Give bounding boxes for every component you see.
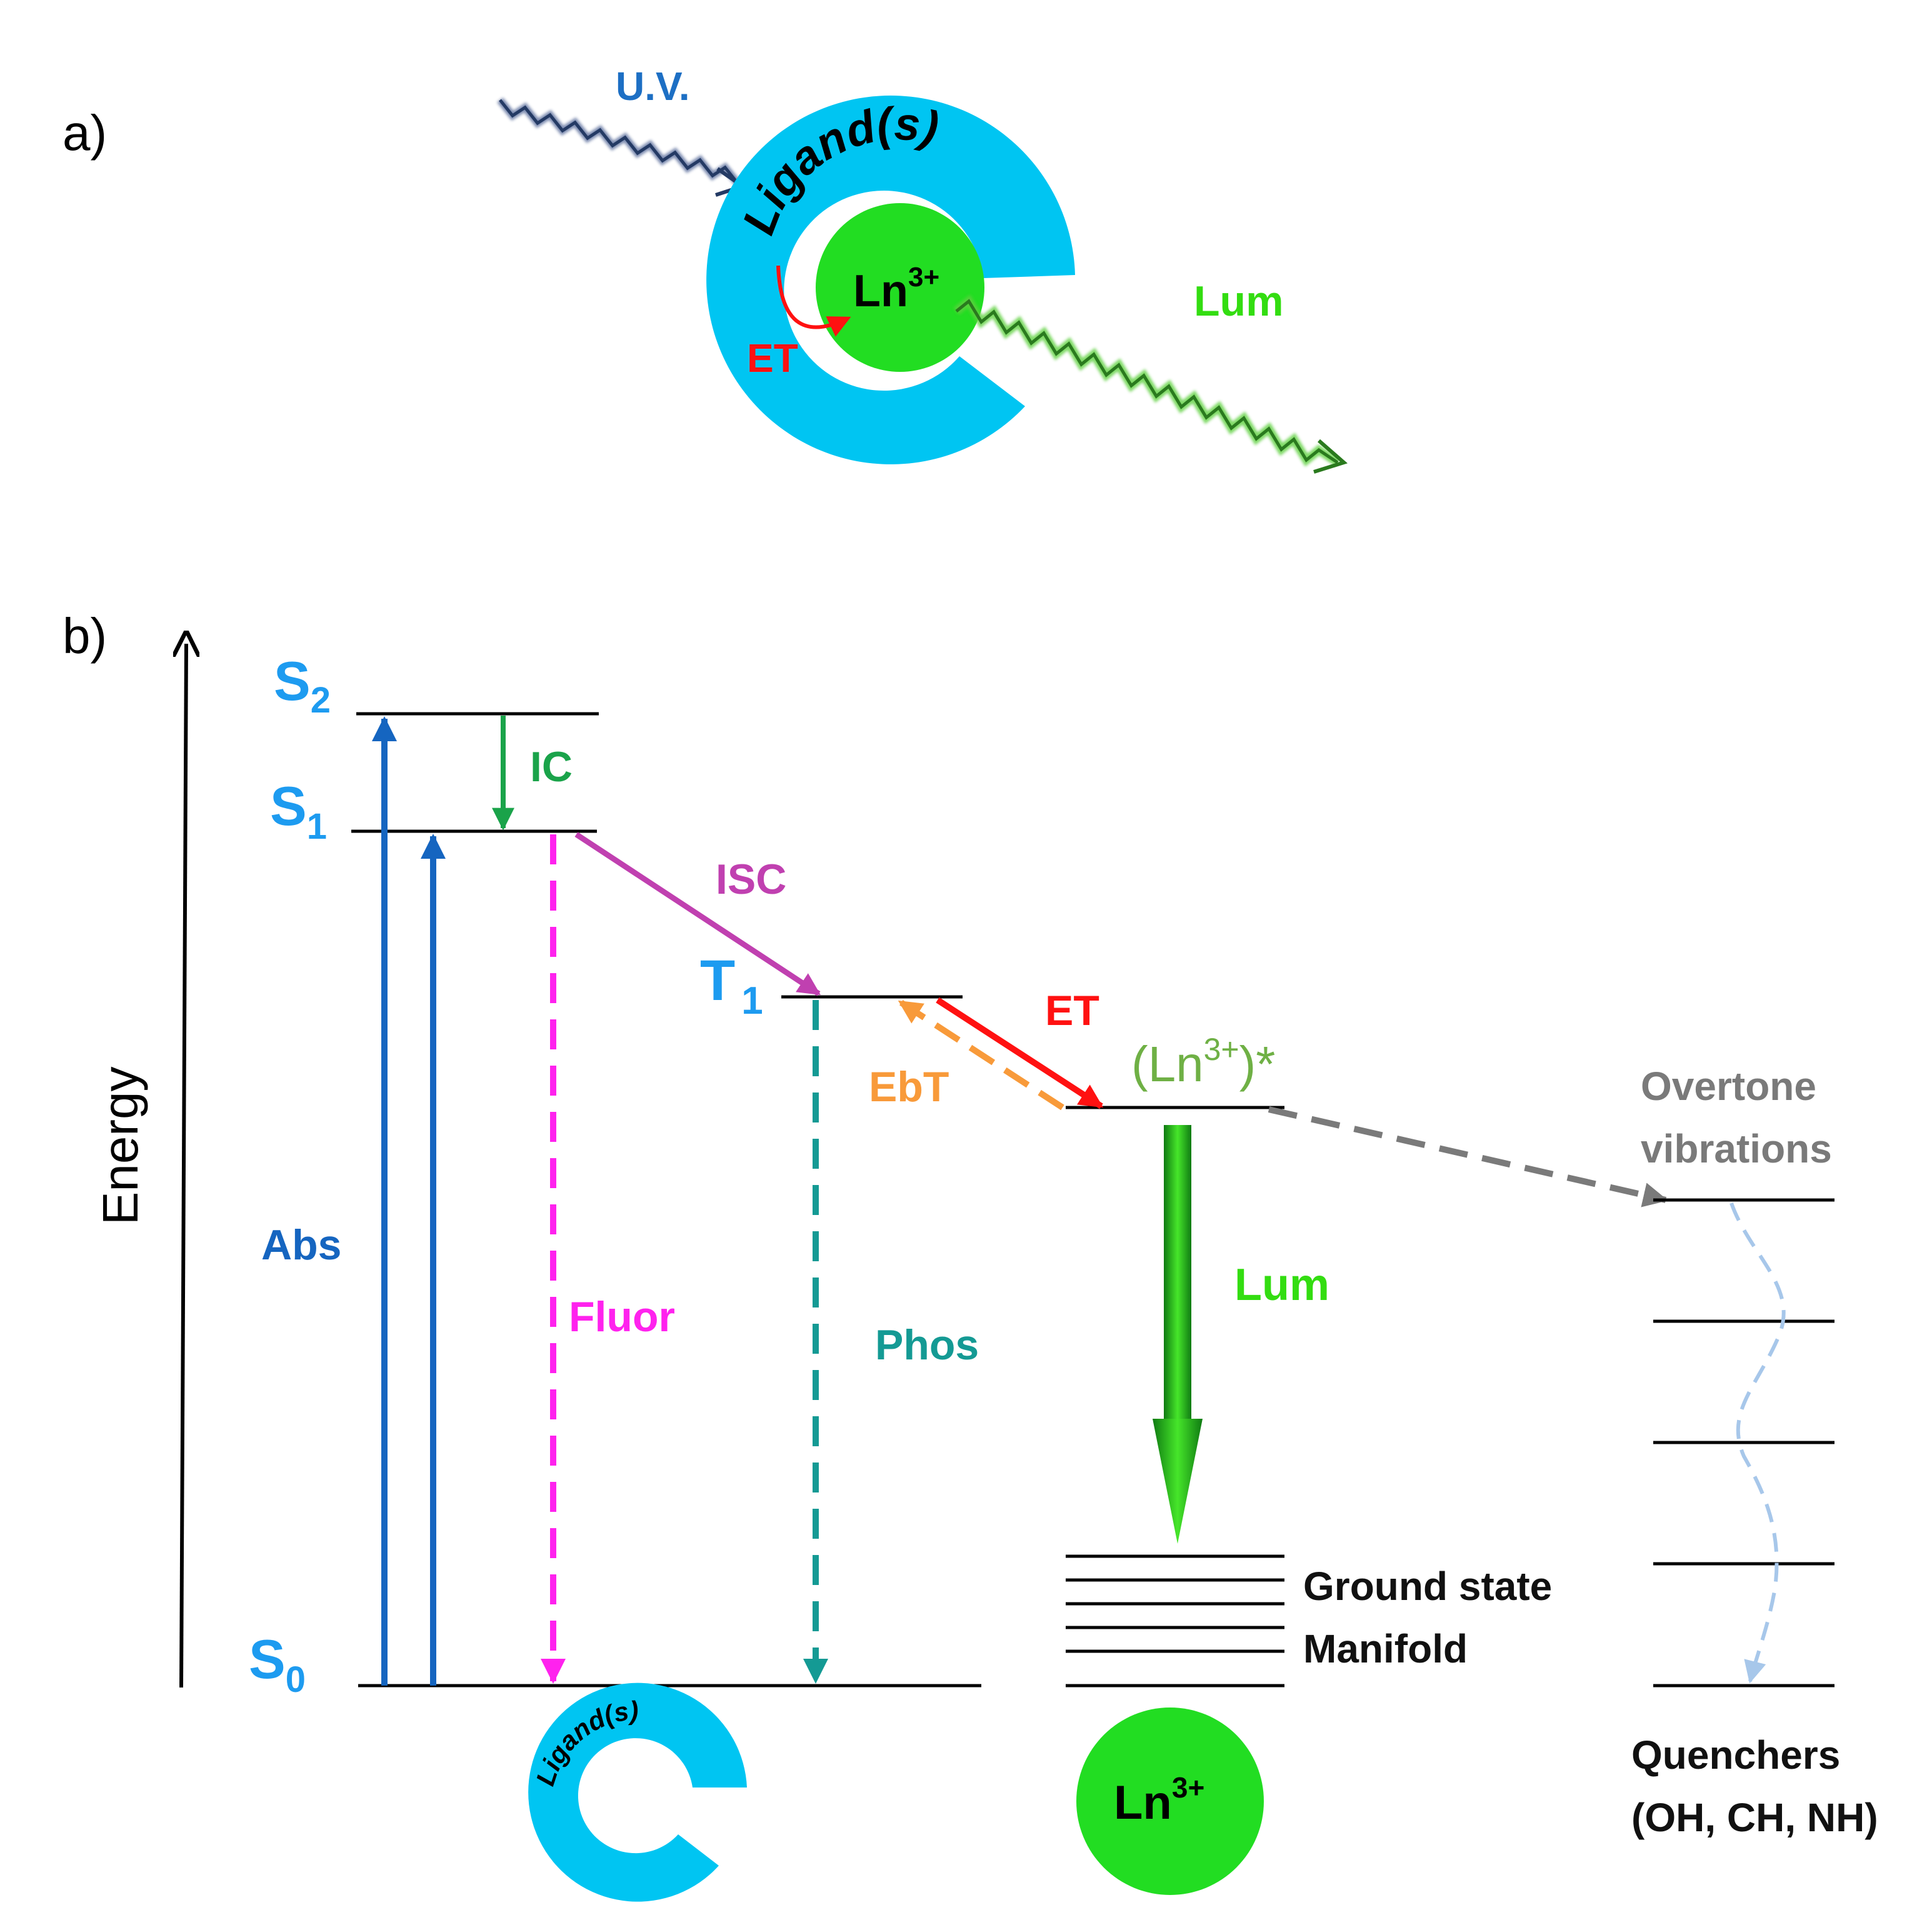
et-label-b: ET: [1045, 987, 1099, 1034]
phos-label: Phos: [875, 1321, 979, 1369]
quenchers-label-2: (OH, CH, NH): [1631, 1795, 1878, 1840]
svg-text:S0: S0: [249, 1628, 306, 1700]
s1-subscript: 1: [307, 806, 327, 847]
ligand-c-shape-small: [528, 1682, 747, 1902]
ground-state-label-2: Manifold: [1303, 1626, 1468, 1671]
ground-state-manifold-lines: [1066, 1554, 1284, 1688]
ln-ion-sphere: [816, 203, 984, 372]
uv-wavy-arrow: [497, 98, 747, 197]
quencher-relaxation-arrow: [1729, 1202, 1786, 1684]
abs-label: Abs: [261, 1221, 341, 1269]
ligand-c-shape-large: [706, 95, 1075, 464]
svg-text:(Ln3+)*: (Ln3+)*: [1131, 1032, 1275, 1092]
ground-state-label-1: Ground state: [1303, 1564, 1552, 1609]
ln-ion-sphere-small: [1076, 1708, 1264, 1895]
svg-text:Ln3+: Ln3+: [1114, 1771, 1204, 1829]
s1-label: S: [270, 775, 307, 837]
overtone-label-2: vibrations: [1641, 1126, 1832, 1171]
et-curved-arrow: [776, 265, 851, 337]
panel-a-label: a): [63, 105, 107, 161]
ic-label: IC: [530, 743, 573, 791]
overtone-label-1: Overtone: [1641, 1064, 1816, 1109]
isc-arrow: [574, 832, 821, 996]
lum-thick-arrow: [1153, 1125, 1203, 1544]
ln-excited-sup: 3+: [1204, 1032, 1239, 1067]
lum-label-b: Lum: [1234, 1260, 1329, 1310]
overtone-arrow: [1268, 1106, 1668, 1208]
svg-text:S2: S2: [274, 650, 331, 721]
lum-wavy-arrow: [953, 294, 1348, 474]
t1-subscript: 1: [741, 979, 763, 1022]
quenchers-label-1: Quenchers: [1631, 1732, 1840, 1778]
panel-b-label: b): [63, 608, 107, 664]
svg-text:Ln3+: Ln3+: [853, 262, 939, 316]
t1-label: T: [700, 949, 735, 1012]
uv-label: U.V.: [616, 64, 690, 109]
energy-axis-label: Energy: [93, 1067, 148, 1225]
lum-label-a: Lum: [1194, 278, 1284, 325]
ebt-label: EbT: [869, 1063, 949, 1111]
s2-label: S: [274, 650, 311, 712]
s0-label: S: [249, 1628, 286, 1690]
svg-text:T1: T1: [700, 949, 763, 1022]
ln-excited-pre: (Ln: [1131, 1036, 1204, 1092]
s2-subscript: 2: [311, 680, 331, 721]
isc-label: ISC: [716, 856, 786, 903]
ln-icon-label: Ln: [1114, 1776, 1172, 1829]
quencher-levels: [1653, 1198, 1834, 1688]
et-arrow-b: [936, 997, 1104, 1109]
ln-ion-label: Ln: [853, 266, 908, 316]
ln-icon-charge: 3+: [1172, 1771, 1204, 1804]
fluor-label: Fluor: [569, 1293, 675, 1341]
s0-subscript: 0: [286, 1659, 306, 1700]
ebt-arrow: [898, 999, 1064, 1111]
ln-ion-charge: 3+: [908, 262, 939, 292]
energy-axis-arrow: [181, 644, 186, 1688]
svg-text:S1: S1: [270, 775, 327, 847]
et-label-a: ET: [747, 336, 798, 381]
ln-excited-post: )*: [1239, 1036, 1276, 1092]
